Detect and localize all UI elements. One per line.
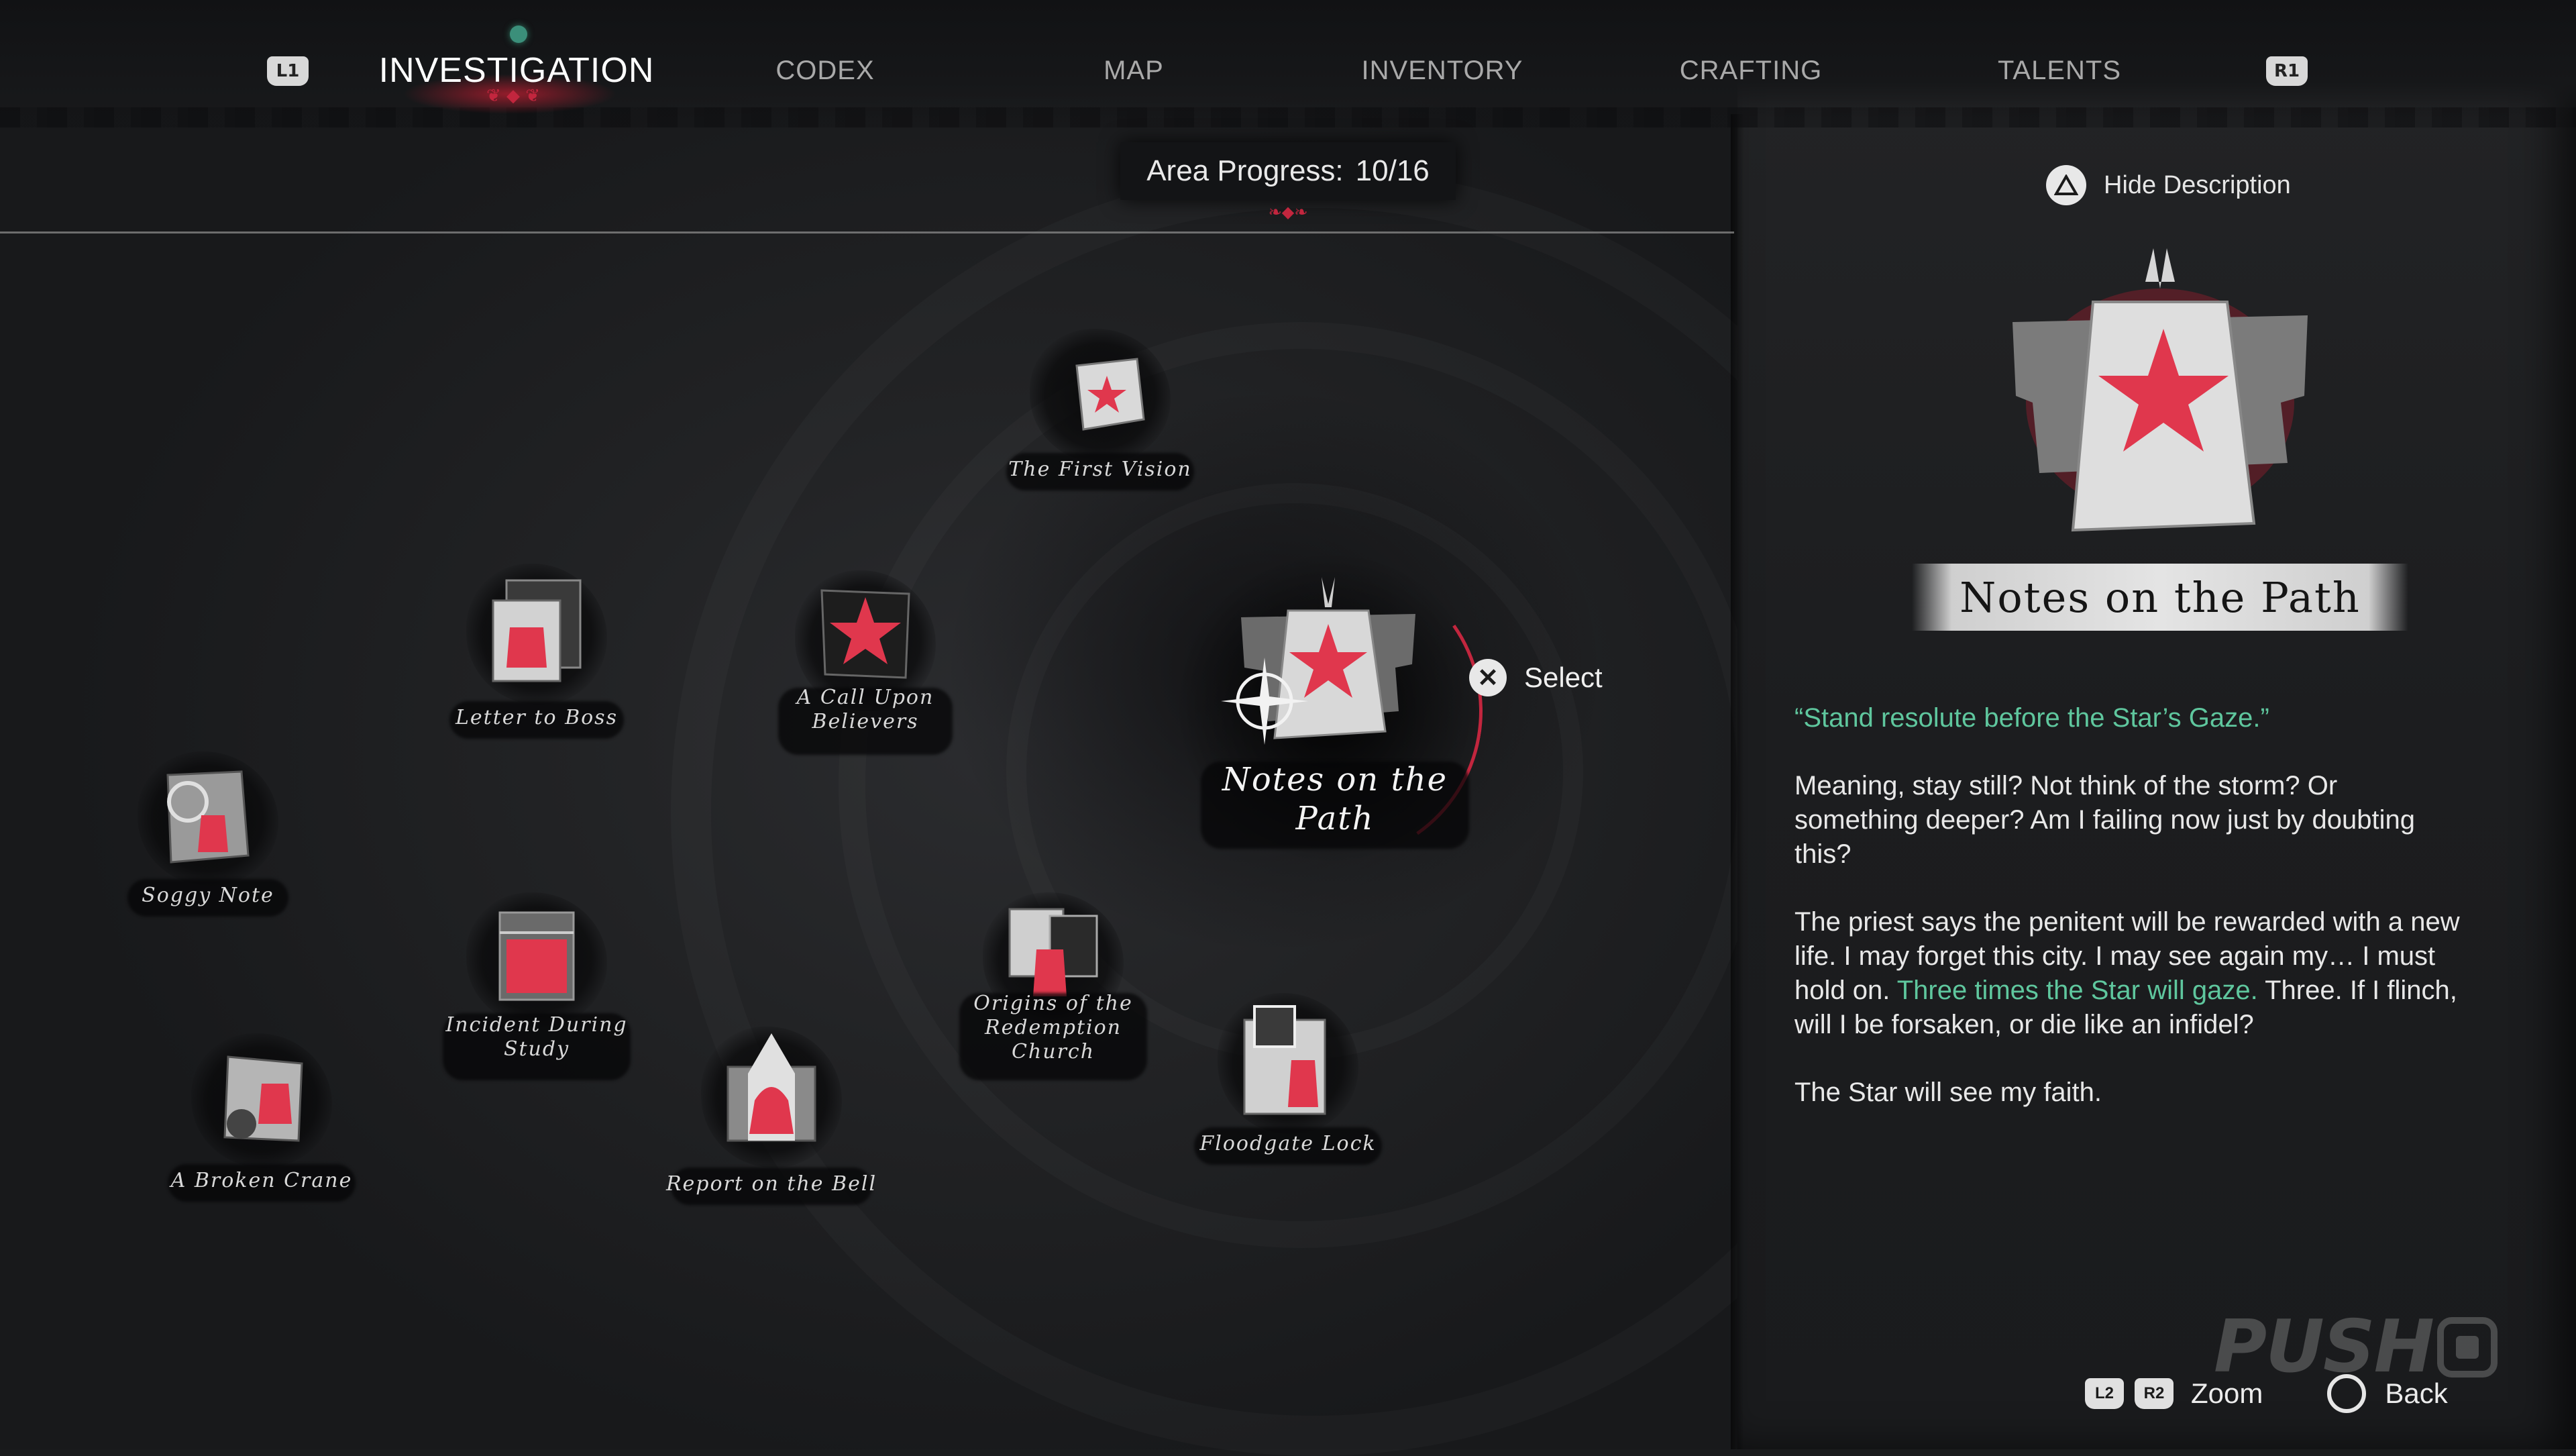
node-a-broken-crane[interactable]: A Broken Crane (161, 1033, 362, 1214)
description-panel (1737, 0, 2576, 1449)
zoom-label: Zoom (2191, 1377, 2263, 1409)
node-label: Floodgate Lock (1199, 1132, 1377, 1155)
note-paragraph: The priest says the penitent will be rew… (1794, 905, 2465, 1042)
node-notes-on-the-path[interactable]: Notes on the Path (1187, 570, 1483, 852)
node-label: A Call Upon Believers (796, 686, 934, 733)
node-label: Notes on the Path (1222, 761, 1448, 837)
active-tab-glow (402, 74, 617, 114)
node-label: Incident During Study (445, 1013, 628, 1061)
node-report-on-the-bell[interactable]: Report on the Bell (664, 1027, 879, 1221)
node-incident-during-study[interactable]: Incident During Study (436, 892, 637, 1087)
active-tab-ornament-icon: ❦ ◆ ❦ (486, 86, 541, 106)
crane-note-icon (223, 1055, 303, 1142)
notification-dot-icon (510, 25, 527, 43)
back-label: Back (2385, 1377, 2448, 1409)
hide-description-prompt[interactable]: Hide Description (2046, 165, 2291, 205)
area-progress-value: 10/16 (1355, 154, 1430, 187)
tab-talents[interactable]: TALENTS (1997, 55, 2122, 85)
node-floodgate-lock[interactable]: Floodgate Lock (1187, 993, 1389, 1174)
r2-button[interactable]: R2 (2135, 1378, 2174, 1409)
area-progress: Area Progress: 10/16 (1120, 142, 1456, 200)
torn-note-star-icon (1075, 358, 1145, 431)
triangle-button-icon (2046, 165, 2086, 205)
note-text: Three. If I flinch, will I be forsaken, … (1794, 976, 2457, 1039)
soggy-note-icon (166, 770, 250, 864)
topbar-torn-edge (0, 107, 2576, 127)
watermark-logo-icon (2437, 1316, 2498, 1377)
panel-edge (1731, 114, 1744, 1449)
node-label: The First Vision (1008, 458, 1192, 481)
l2-button[interactable]: L2 (2085, 1378, 2124, 1409)
note-paragraph: Meaning, stay still? Not think of the st… (1794, 771, 2416, 869)
node-label: Report on the Bell (665, 1172, 877, 1196)
lock-photo-icon (1243, 1005, 1326, 1115)
node-label: A Broken Crane (170, 1169, 353, 1192)
progress-ornament-icon: ❧◆❧ (1268, 203, 1308, 221)
select-label: Select (1524, 662, 1603, 693)
select-prompt: ✕ Select (1469, 659, 1603, 696)
watermark-text: PUSH (2214, 1305, 2434, 1389)
header-divider (0, 231, 1734, 233)
node-origins-of-the-redemption-church[interactable]: Origins of the Redemption Church (953, 892, 1154, 1087)
detail-note-artwork-icon (2012, 248, 2308, 532)
node-a-call-upon-believers[interactable]: A Call Upon Believers (765, 570, 966, 785)
bottom-button-prompts: L2 R2 Zoom Back (2085, 1374, 2448, 1413)
node-label: Origins of the Redemption Church (973, 992, 1133, 1063)
area-progress-label: Area Progress: (1146, 154, 1344, 187)
hide-description-label: Hide Description (2104, 170, 2291, 199)
note-highlight: Three times the Star will gaze. (1896, 976, 2258, 1005)
pinned-note-star-icon (1241, 577, 1415, 739)
tab-codex[interactable]: CODEX (775, 55, 875, 85)
tab-map[interactable]: MAP (1104, 55, 1164, 85)
note-description: “Stand resolute before the Star’s Gaze.”… (1794, 701, 2465, 1143)
church-bell-icon (727, 1033, 816, 1142)
cross-button-icon: ✕ (1469, 659, 1507, 696)
node-label: Letter to Boss (455, 706, 618, 729)
tab-crafting[interactable]: CRAFTING (1679, 55, 1823, 85)
node-the-first-vision[interactable]: The First Vision (993, 329, 1208, 510)
books-icon (498, 911, 575, 1001)
node-soggy-note[interactable]: Soggy Note (107, 751, 309, 933)
tab-investigation[interactable]: INVESTIGATION (378, 51, 655, 90)
l1-button[interactable]: L1 (267, 56, 309, 86)
crosshair-cursor-icon (1221, 658, 1308, 745)
note-text: The priest says the penitent will be rew… (1794, 907, 2460, 1005)
r1-button[interactable]: R1 (2266, 56, 2308, 86)
node-letter-to-boss[interactable]: Letter to Boss (436, 564, 637, 751)
letter-icon (492, 579, 582, 682)
note-title: Notes on the Path (1960, 572, 2361, 622)
tab-inventory[interactable]: INVENTORY (1361, 55, 1523, 85)
circle-button-icon[interactable] (2327, 1374, 2367, 1413)
note-title-banner: Notes on the Path (1912, 564, 2408, 631)
pamphlet-star-icon (820, 589, 910, 679)
push-square-watermark: PUSH (2214, 1305, 2498, 1389)
node-label: Soggy Note (142, 884, 274, 907)
note-paragraph: The Star will see my faith. (1794, 1078, 2102, 1107)
note-quote: “Stand resolute before the Star’s Gaze.” (1794, 703, 2269, 733)
church-photo-icon (1008, 908, 1098, 996)
